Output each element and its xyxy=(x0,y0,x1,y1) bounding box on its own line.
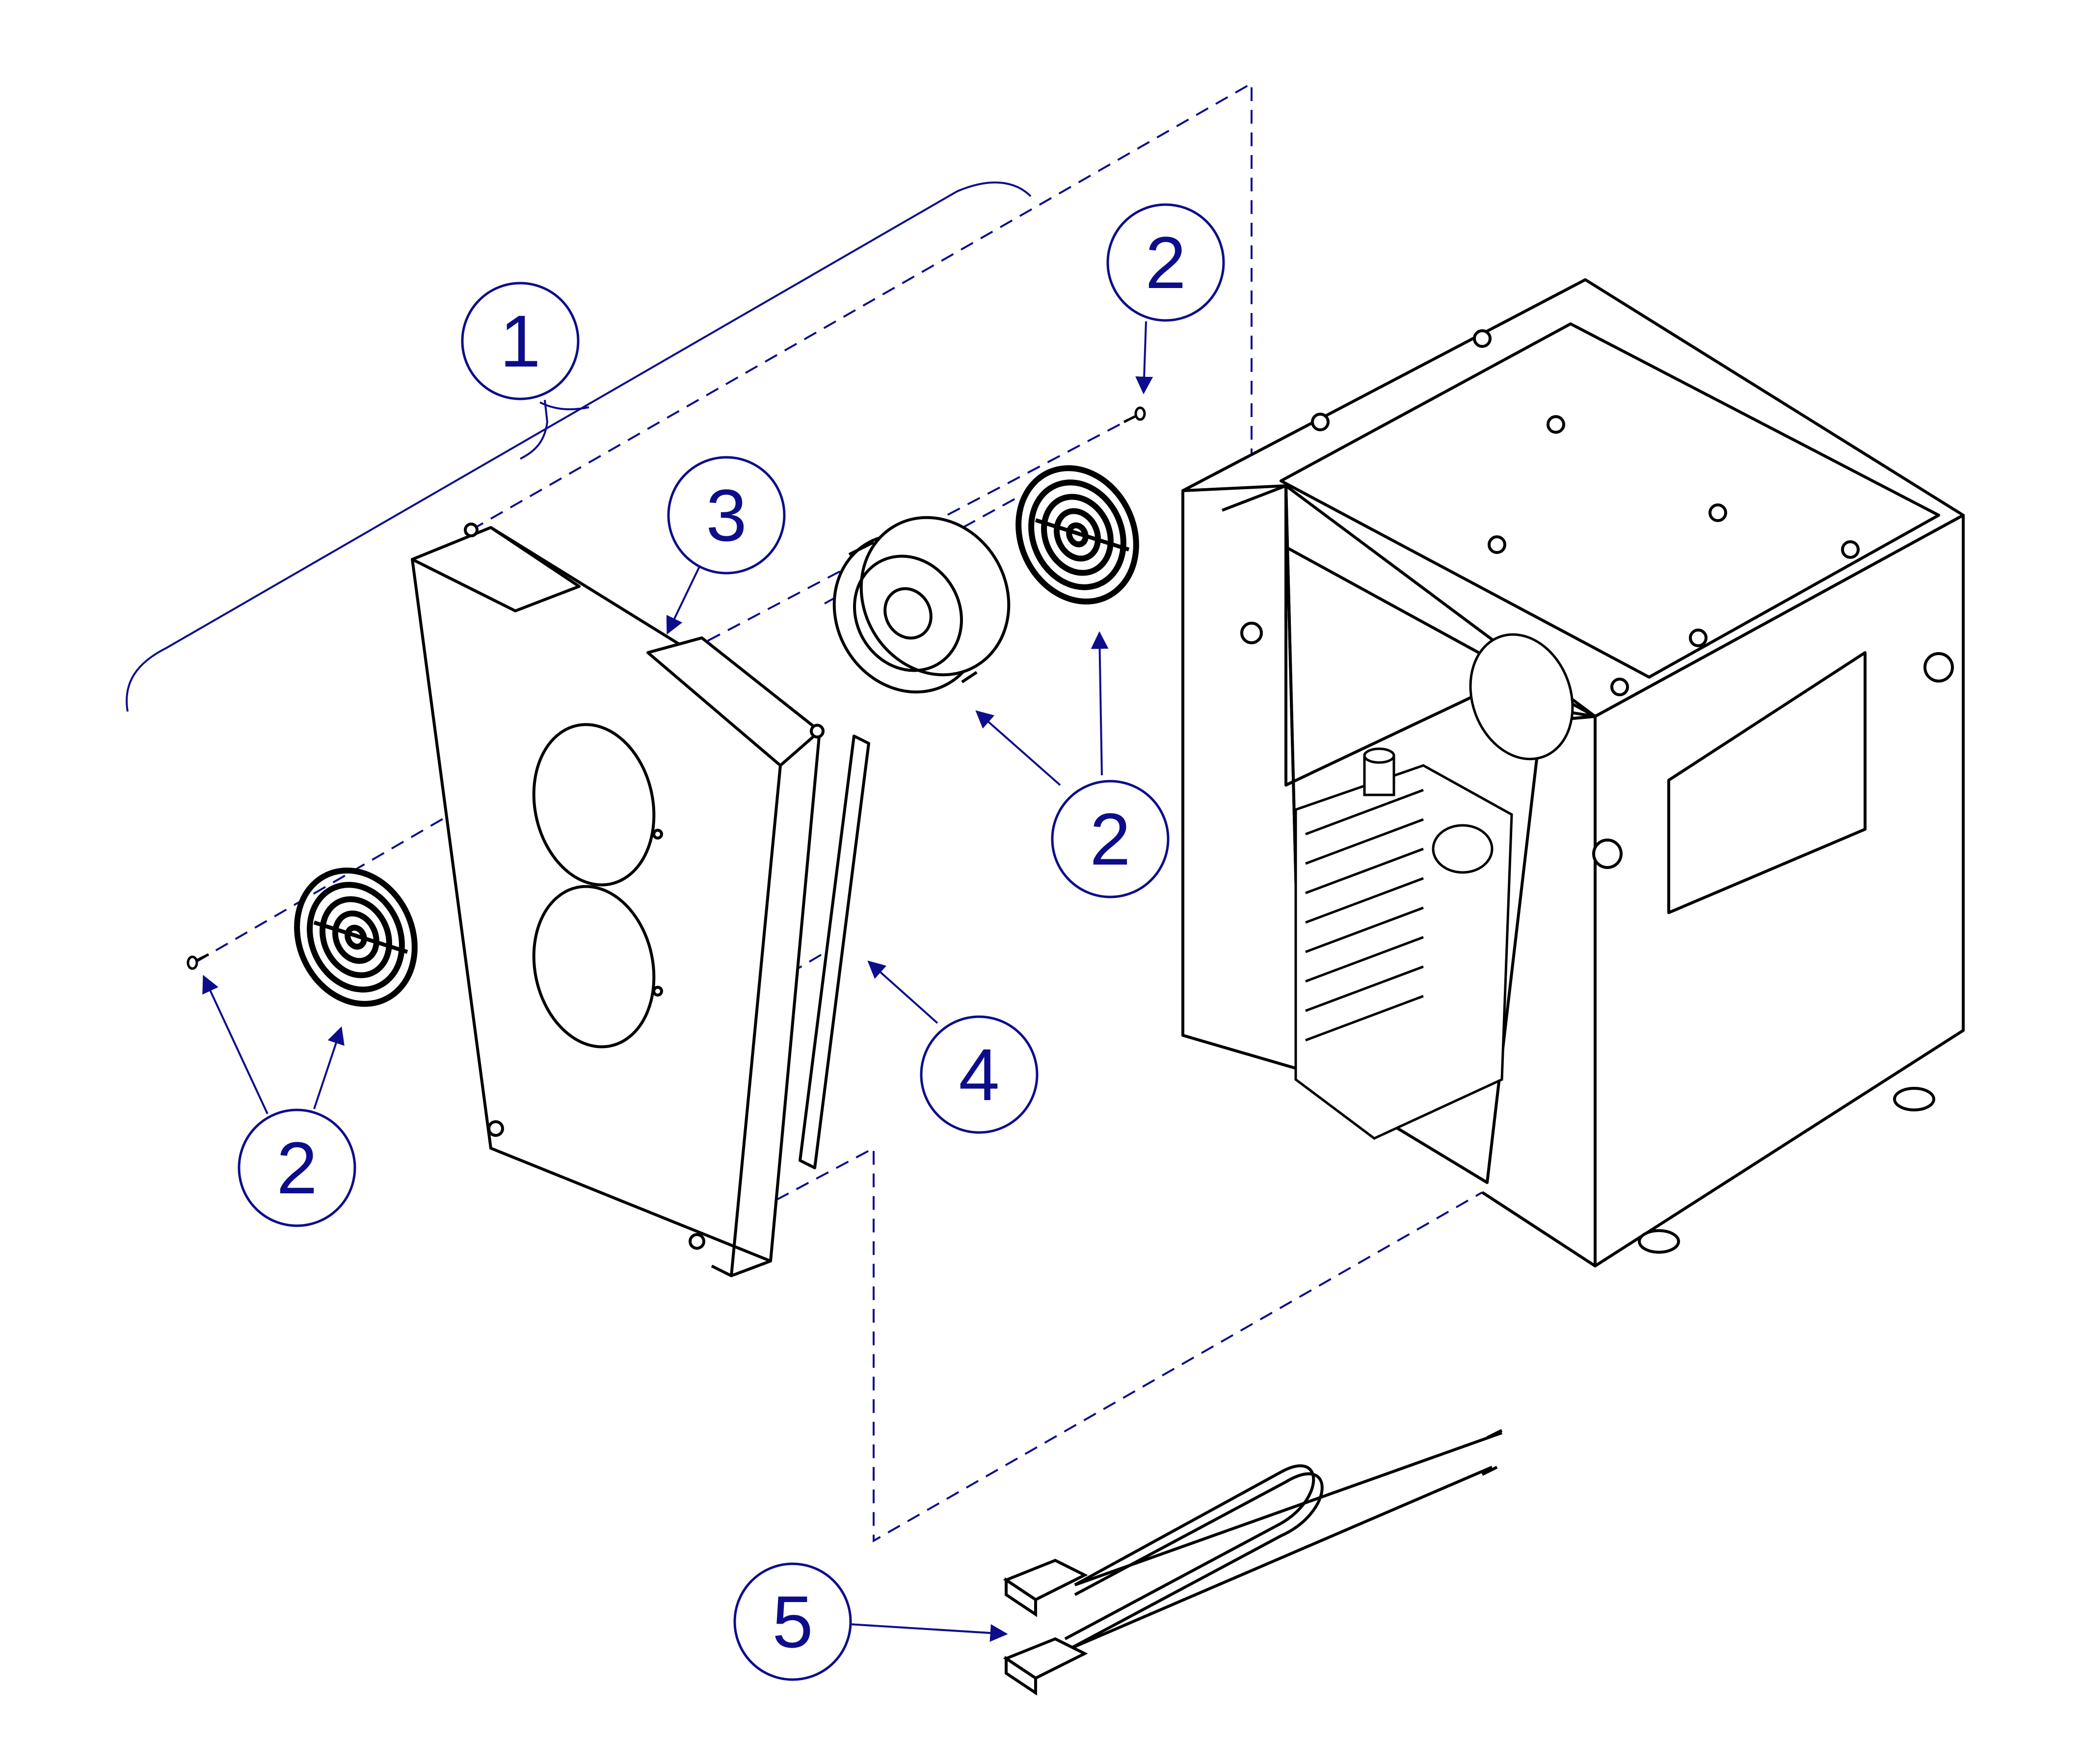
dashed-line-bottom xyxy=(716,1146,1483,1543)
wiring-harness xyxy=(1003,1429,1503,1696)
dashed-line-top xyxy=(471,81,1253,531)
callout-2-top: 2 xyxy=(1106,203,1225,322)
callout-2-left: 2 xyxy=(238,1108,356,1227)
callout-5: 5 xyxy=(733,1562,852,1681)
arrow-2c-guard xyxy=(313,1026,345,1109)
edge-strip xyxy=(799,735,870,1169)
arrow-2a xyxy=(1135,321,1153,395)
arrow-2b-fan xyxy=(975,710,1061,786)
callout-2-right: 2 xyxy=(1051,780,1170,898)
assembly-bracket-tick xyxy=(520,399,549,460)
fan-hole-upper xyxy=(532,723,656,887)
main-housing xyxy=(1181,278,1965,1267)
fan-cover-panel xyxy=(411,523,825,1277)
callout-4: 4 xyxy=(920,1015,1039,1134)
svg-text:2: 2 xyxy=(1090,798,1130,880)
callout-1: 1 xyxy=(461,282,580,400)
arrow-4 xyxy=(867,960,938,1024)
svg-text:3: 3 xyxy=(706,474,747,556)
leader-arrows xyxy=(202,321,1153,1642)
svg-text:2: 2 xyxy=(276,1127,317,1209)
fan-guard-left xyxy=(294,868,418,1007)
arrow-5 xyxy=(849,1623,1008,1642)
svg-text:5: 5 xyxy=(772,1580,813,1663)
compressor-unit xyxy=(1294,633,1574,1140)
assembly-bracket-line xyxy=(126,181,1032,712)
screw-top-right xyxy=(1123,406,1146,423)
fan-hole-lower xyxy=(532,885,656,1049)
callout-3: 3 xyxy=(667,456,786,575)
fan-guard-right xyxy=(1015,465,1139,605)
arrow-3 xyxy=(666,566,700,635)
arrow-2b-guard xyxy=(1091,631,1109,776)
dashed-line-fan xyxy=(824,495,1021,605)
arrow-2c-screw xyxy=(202,974,268,1114)
svg-text:1: 1 xyxy=(500,300,540,382)
screw-left xyxy=(187,953,210,970)
axial-fan xyxy=(832,516,1011,694)
svg-text:4: 4 xyxy=(959,1033,999,1116)
svg-text:2: 2 xyxy=(1145,221,1186,304)
